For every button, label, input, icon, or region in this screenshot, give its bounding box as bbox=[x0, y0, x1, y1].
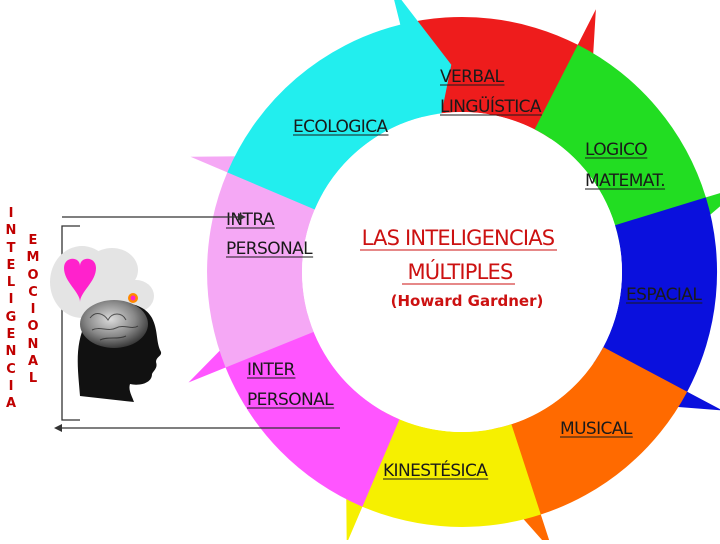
label-inter-2: PERSONAL bbox=[247, 390, 334, 410]
label-verbal-1: VERBAL bbox=[440, 67, 504, 87]
brain-icon bbox=[80, 300, 148, 348]
label-intra-2: PERSONAL bbox=[226, 239, 313, 259]
label-logico-2: MATEMAT. bbox=[585, 171, 665, 191]
label-verbal-2: LINGÜÍSTICA bbox=[440, 95, 542, 117]
label-ecologica-1: ECOLOGICA bbox=[293, 117, 388, 137]
center-title-line1: LAS INTELIGENCIAS bbox=[362, 226, 555, 250]
center-author: (Howard Gardner) bbox=[391, 292, 544, 310]
center-title-line2: MÚLTIPLES bbox=[407, 259, 513, 284]
label-espacial-1: ESPACIAL bbox=[626, 285, 702, 305]
label-musical-1: MUSICAL bbox=[560, 419, 633, 439]
head-icon bbox=[78, 293, 161, 402]
label-kinestesica-1: KINESTÉSICA bbox=[383, 459, 488, 481]
label-intra-1: INTRA bbox=[226, 210, 275, 230]
label-inter-1: INTER bbox=[247, 360, 295, 380]
label-logico-1: LOGICO bbox=[585, 140, 647, 160]
connector-bottom-arrowhead bbox=[54, 424, 62, 432]
